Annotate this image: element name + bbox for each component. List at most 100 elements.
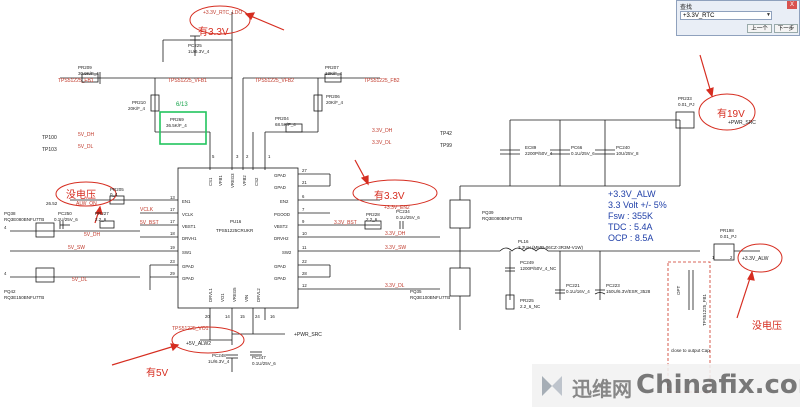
find-dialog: 查找 X +3.3V_RTC ▼ 上一个 下一步 xyxy=(676,0,800,36)
spec-1: +3.3V_ALW xyxy=(608,189,656,199)
pin-cs2: CS2 xyxy=(254,177,259,186)
highlight-box xyxy=(159,111,207,145)
pq38-val: RQ3E080BNFU7TB xyxy=(4,217,44,222)
pin-vo1: VO1 xyxy=(220,293,225,302)
pc66: PC66 xyxy=(571,145,583,150)
net-vo1: TPS51225_VO1 xyxy=(172,326,209,332)
pc249-val: 1200P/50V_4_NC xyxy=(520,266,557,271)
watermark-en: Chinafix.com xyxy=(636,370,800,400)
pin-vfb2: VFB2 xyxy=(242,175,247,186)
nc-opt: OPT xyxy=(676,285,681,295)
ann-r269: 6/13 xyxy=(176,102,188,108)
pn-10: 6 xyxy=(302,194,305,199)
ellipse-en2 xyxy=(352,179,438,207)
pn-16: 28 xyxy=(302,271,307,276)
pc250-val: 0.1U/25V_6 xyxy=(54,217,78,222)
net-33dl: 3.3V_DL xyxy=(372,140,392,146)
watermark-cn: 迅维网 xyxy=(572,377,632,401)
net-5vsw: 5V_SW xyxy=(68,245,85,251)
previous-button[interactable]: 上一个 xyxy=(747,24,772,33)
pc248-val: 1U/6.3V_4 xyxy=(208,359,230,364)
pn-20: 2 xyxy=(246,154,249,159)
pin-cs1: CS1 xyxy=(208,177,213,186)
pr227: PR227 xyxy=(95,211,109,216)
net-33sw: 3.3V_SW xyxy=(385,245,406,251)
pn-11: 7 xyxy=(302,207,305,212)
net-rtc-ldo: +3.3V_RTC_LDO xyxy=(203,10,242,16)
pn-21: 1 xyxy=(268,154,271,159)
pr226-num: 26.52 xyxy=(46,201,58,206)
pin-drvh2: DRVH2 xyxy=(274,236,289,241)
pr233-val: 0.01_PJ xyxy=(678,102,695,107)
pn-14: 11 xyxy=(302,245,307,250)
pr225-val: 2.2_6_NC xyxy=(520,304,541,309)
pr207: PR207 xyxy=(325,65,339,70)
pl16-val: 3.3UH (MMD-06CZ-3R3M-V1W) xyxy=(518,245,584,250)
pc223-val: 150U/6.3V/ESR_3528 xyxy=(606,289,651,294)
pn-24: 15 xyxy=(240,314,245,319)
net-33dl2: 3.3V_DL xyxy=(385,283,405,289)
tp103: TP103 xyxy=(42,147,57,153)
pq42: PQ42 xyxy=(4,289,16,294)
pc247: PC247 xyxy=(252,355,266,360)
pn-3: 17 xyxy=(170,219,175,224)
pr269-val: 36.5K/F_4 xyxy=(166,123,187,128)
ellipse-en1 xyxy=(55,181,117,207)
pc240-val: 10U/25V_8 xyxy=(616,151,639,156)
pn-5: 19 xyxy=(170,245,175,250)
pr198: PR198 xyxy=(720,228,734,233)
pc247-val: 0.1U/25V_6 xyxy=(252,361,276,366)
pq39: PQ39 xyxy=(482,210,494,215)
net-alw-on: ALW_ON xyxy=(76,201,97,207)
pr206-val: 20K/F_4 xyxy=(326,100,344,105)
pn-4: 18 xyxy=(170,231,175,236)
close-icon[interactable]: X xyxy=(787,1,797,9)
search-input[interactable]: +3.3V_RTC xyxy=(680,11,772,20)
pin-sw2: SW2 xyxy=(282,250,292,255)
rsense-label: TPS51225_FB1 xyxy=(702,293,707,326)
net-5vdl: 5V_DL xyxy=(78,144,94,150)
logo-icon xyxy=(542,376,562,396)
ellipse-pwr xyxy=(698,93,756,131)
tp99: TP99 xyxy=(440,143,452,149)
pin-vclk: VCLK xyxy=(182,212,193,217)
find-dialog-title: 查找 xyxy=(680,5,693,11)
net-5vdh2: 5V_DH xyxy=(84,232,101,238)
pn-2: 17 xyxy=(170,207,175,212)
net-5vdl2: 5V_DL xyxy=(72,277,88,283)
cap-note-1: close to output Cap xyxy=(671,348,710,353)
pr205-val: 0_4 xyxy=(110,192,118,197)
pr205: PR205 xyxy=(110,187,124,192)
net-vfb2: TPS51225_VFB2 xyxy=(255,78,294,84)
pin-gpad5: GPAD xyxy=(274,264,286,269)
chevron-down-icon[interactable]: ▼ xyxy=(766,12,771,18)
pn-18: 3 xyxy=(236,154,239,159)
pin-gpad4: GPAD xyxy=(274,185,286,190)
pn-9: 21 xyxy=(302,180,307,185)
net-pwr-src-right: +PWR_SRC xyxy=(728,120,756,126)
spec-3: Fsw : 355K xyxy=(608,211,653,221)
net-fb1: TPS51225_FB1 xyxy=(58,78,94,84)
pin-drvl2: DRVL2 xyxy=(256,288,261,302)
pc250: PC250 xyxy=(58,211,72,216)
watermark: 迅维网 Chinafix.com xyxy=(532,364,800,407)
next-button[interactable]: 下一步 xyxy=(774,24,798,33)
net-vclk: VCLK xyxy=(140,207,154,213)
pc223: PC223 xyxy=(606,283,620,288)
ann-alw2-5v: 有5V xyxy=(146,366,169,379)
net-vfb1: TPS51225_VFB1 xyxy=(168,78,207,84)
pin-en1: EN1 xyxy=(182,199,191,204)
pin-sw1: SW1 xyxy=(182,250,192,255)
pn-29: 2 xyxy=(730,255,733,260)
net-5vdh: 5V_DH xyxy=(78,132,95,138)
pq35: PQ35 xyxy=(410,289,422,294)
pr198-val: 0.01_PJ xyxy=(720,234,737,239)
ellipse-out xyxy=(737,243,783,273)
pn-25: 24 xyxy=(255,314,260,319)
net-33alw: +3.3V_ALW xyxy=(742,256,769,262)
pr209: PR209 xyxy=(78,65,92,70)
pu16-val: TPS51225CRUKR xyxy=(216,228,254,233)
pr209-val: 30.9K/F_4 xyxy=(78,71,99,76)
pc221: PC221 xyxy=(566,283,580,288)
pn-26: 16 xyxy=(270,314,275,319)
